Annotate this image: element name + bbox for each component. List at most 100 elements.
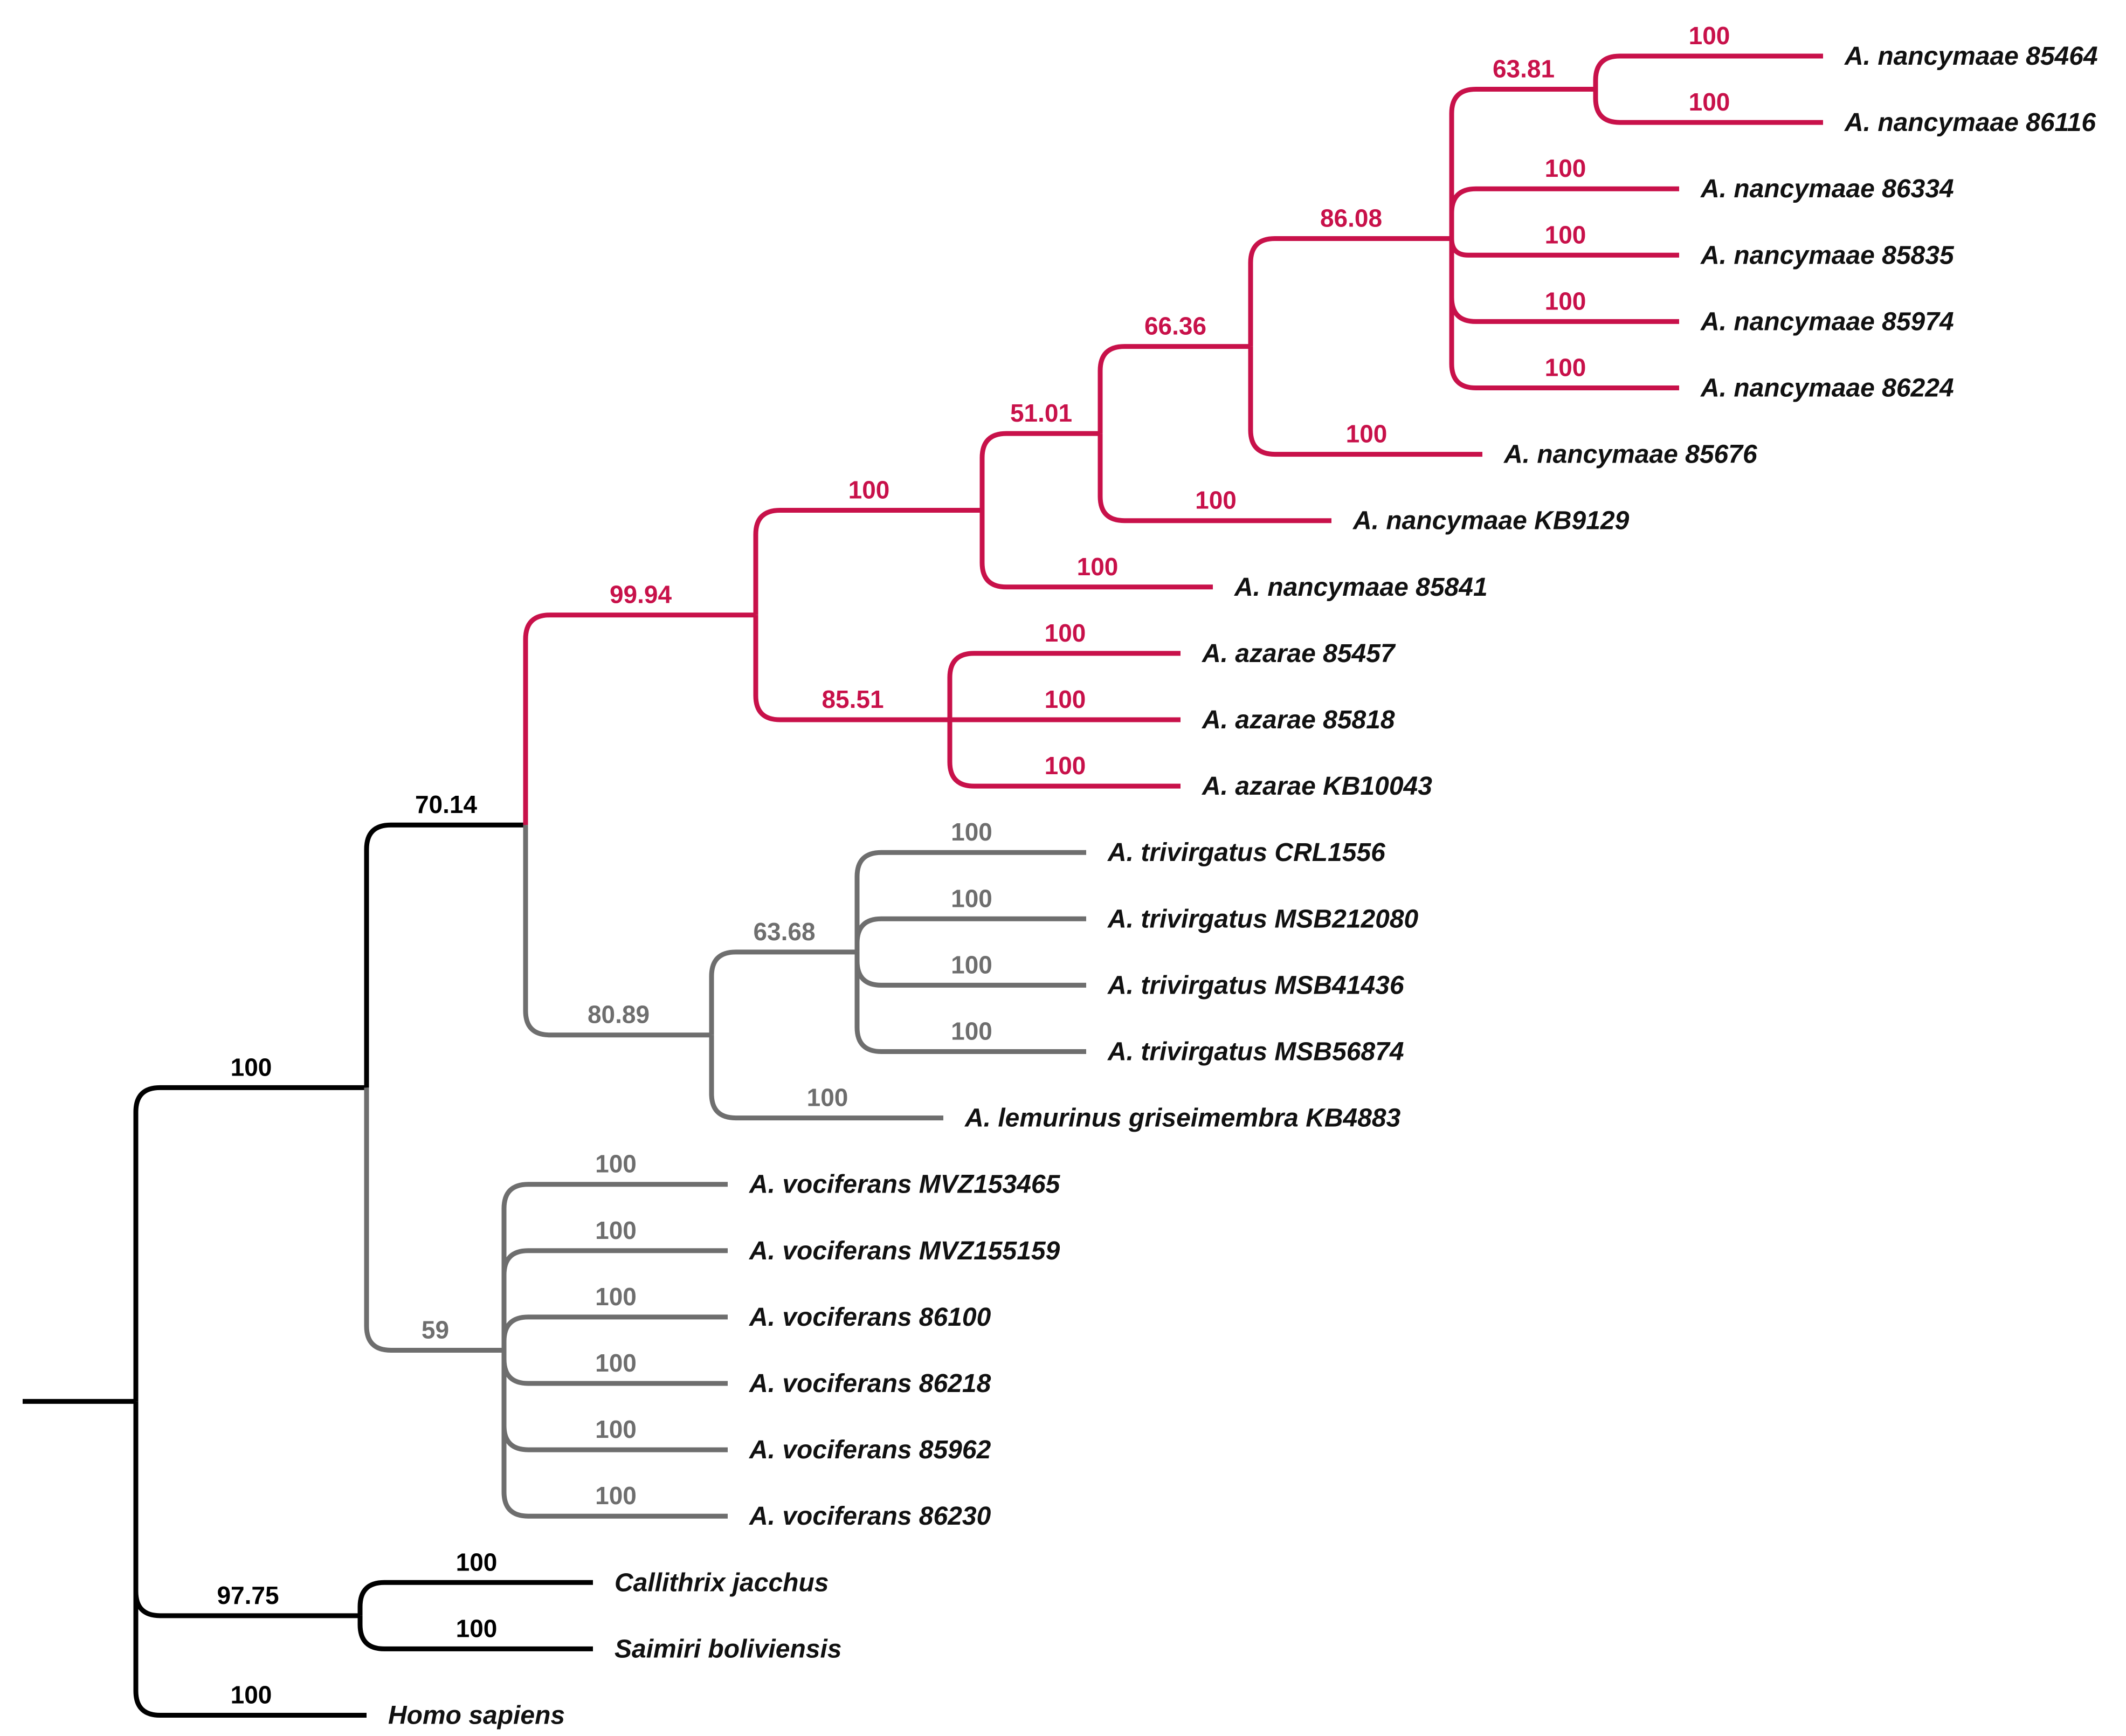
taxon-label-t_nan_86224: A. nancymaae 86224 bbox=[1700, 374, 1954, 403]
branch-t_voc_86230 bbox=[501, 1350, 728, 1519]
branch-t_nan_85841 bbox=[979, 510, 1213, 590]
taxon-label-t_voc_155159: A. vociferans MVZ155159 bbox=[749, 1237, 1060, 1265]
branch-n_nan bbox=[979, 431, 1100, 511]
support-value-t_az_85818: 100 bbox=[1045, 685, 1086, 713]
branch-t_az_85457 bbox=[947, 651, 1181, 720]
branch-t_nan_85464 bbox=[1593, 53, 1823, 89]
taxon-label-t_tri_56874: A. trivirgatus MSB56874 bbox=[1107, 1038, 1404, 1066]
branch-t_lem_kb4883 bbox=[709, 1035, 943, 1121]
taxon-label-t_nan_85974: A. nancymaae 85974 bbox=[1700, 307, 1954, 336]
support-value-t_voc_86100: 100 bbox=[595, 1283, 637, 1311]
branch-n_d bbox=[1449, 87, 1596, 239]
support-value-t_voc_155159: 100 bbox=[595, 1216, 637, 1244]
branch-t_saimiri bbox=[357, 1615, 593, 1651]
support-value-n_in: 100 bbox=[231, 1053, 272, 1081]
taxon-label-t_nan_86334: A. nancymaae 86334 bbox=[1700, 175, 1954, 203]
support-value-n_c: 86.08 bbox=[1320, 204, 1382, 232]
support-value-n_naz: 100 bbox=[848, 476, 890, 504]
support-value-n_tl: 80.89 bbox=[588, 1001, 650, 1029]
taxon-label-t_tri_crl1556: A. trivirgatus CRL1556 bbox=[1107, 838, 1385, 867]
branch-n_red bbox=[523, 612, 756, 825]
support-value-t_voc_85962: 100 bbox=[595, 1415, 637, 1443]
support-value-t_callithrix: 100 bbox=[456, 1548, 498, 1576]
support-value-t_tri_56874: 100 bbox=[951, 1017, 992, 1045]
support-value-t_voc_153465: 100 bbox=[595, 1150, 637, 1178]
taxon-label-t_nan_85464: A. nancymaae 85464 bbox=[1844, 42, 2098, 71]
branch-t_nan_86224 bbox=[1449, 238, 1679, 390]
branch-n_az bbox=[753, 615, 950, 722]
taxon-label-t_az_kb10043: A. azarae KB10043 bbox=[1202, 772, 1432, 801]
branch-t_voc_155159 bbox=[501, 1248, 728, 1351]
support-value-t_homo: 100 bbox=[231, 1681, 272, 1709]
taxon-label-t_nan_85676: A. nancymaae 85676 bbox=[1503, 440, 1757, 469]
branch-n_b bbox=[1097, 344, 1251, 434]
taxon-label-t_voc_86230: A. vociferans 86230 bbox=[749, 1502, 991, 1531]
branch-n_naz bbox=[753, 507, 982, 615]
support-value-n_out: 97.75 bbox=[217, 1581, 279, 1609]
support-value-t_nan_kb9129: 100 bbox=[1195, 486, 1237, 514]
branch-n_tri bbox=[709, 949, 857, 1035]
taxon-label-t_lem_kb4883: A. lemurinus griseimembra KB4883 bbox=[964, 1104, 1401, 1133]
support-value-n_az: 85.51 bbox=[822, 685, 883, 713]
taxon-label-t_tri_41436: A. trivirgatus MSB41436 bbox=[1107, 971, 1404, 1000]
support-value-t_lem_kb4883: 100 bbox=[807, 1084, 848, 1112]
taxon-label-t_saimiri: Saimiri boliviensis bbox=[615, 1635, 842, 1663]
taxon-label-t_nan_86116: A. nancymaae 86116 bbox=[1844, 108, 2096, 137]
branch-t_nan_86116 bbox=[1593, 89, 1823, 125]
support-value-t_voc_86230: 100 bbox=[595, 1482, 637, 1510]
support-value-t_nan_86334: 100 bbox=[1545, 154, 1586, 182]
support-value-n_tri: 63.68 bbox=[753, 918, 815, 946]
taxon-label-t_tri_212080: A. trivirgatus MSB212080 bbox=[1107, 905, 1419, 933]
taxon-label-t_voc_86100: A. vociferans 86100 bbox=[749, 1303, 991, 1332]
support-value-t_az_kb10043: 100 bbox=[1045, 752, 1086, 780]
support-value-n_red: 99.94 bbox=[610, 581, 672, 609]
branch-t_homo bbox=[133, 1401, 367, 1718]
taxon-label-t_nan_kb9129: A. nancymaae KB9129 bbox=[1352, 507, 1630, 535]
taxon-label-t_az_85457: A. azarae 85457 bbox=[1202, 639, 1396, 668]
taxon-label-t_voc_86218: A. vociferans 86218 bbox=[749, 1369, 991, 1398]
support-value-n_a: 70.14 bbox=[415, 790, 478, 818]
support-value-t_saimiri: 100 bbox=[456, 1614, 498, 1642]
branch-n_in bbox=[133, 1085, 367, 1402]
taxon-label-t_az_85818: A. azarae 85818 bbox=[1202, 706, 1395, 734]
branch-n_tl bbox=[523, 825, 712, 1038]
support-value-t_tri_41436: 100 bbox=[951, 950, 992, 979]
support-value-n_b: 66.36 bbox=[1144, 312, 1206, 340]
branch-t_tri_56874 bbox=[854, 952, 1086, 1054]
support-value-t_nan_85841: 100 bbox=[1077, 553, 1119, 581]
support-value-t_voc_86218: 100 bbox=[595, 1349, 637, 1377]
support-value-t_nan_85676: 100 bbox=[1346, 420, 1388, 448]
taxon-labels: A. nancymaae 85464 A. nancymaae 86116 A. n… bbox=[388, 42, 2098, 1730]
support-values: 100 70.14 99.94 100 51.01 66.36 86.08 63.81 100 1… bbox=[217, 22, 1730, 1709]
branch-t_callithrix bbox=[357, 1580, 593, 1616]
branch-t_nan_86334 bbox=[1449, 186, 1679, 239]
support-value-n_voc: 59 bbox=[422, 1315, 449, 1344]
support-value-t_nan_86224: 100 bbox=[1545, 354, 1586, 382]
support-value-t_nan_85835: 100 bbox=[1545, 221, 1586, 249]
support-value-n_d: 63.81 bbox=[1493, 55, 1555, 83]
branch-t_az_kb10043 bbox=[947, 720, 1181, 789]
support-value-t_nan_85464: 100 bbox=[1689, 22, 1730, 50]
taxon-label-t_voc_153465: A. vociferans MVZ153465 bbox=[749, 1170, 1061, 1199]
taxon-label-t_homo: Homo sapiens bbox=[388, 1701, 565, 1730]
branch-t_tri_212080 bbox=[854, 916, 1086, 952]
taxon-label-t_nan_85841: A. nancymaae 85841 bbox=[1234, 573, 1488, 602]
taxon-label-t_nan_85835: A. nancymaae 85835 bbox=[1700, 241, 1955, 270]
support-value-t_nan_86116: 100 bbox=[1689, 88, 1730, 116]
branch-t_tri_crl1556 bbox=[854, 850, 1086, 952]
branch-t_nan_kb9129 bbox=[1097, 433, 1331, 523]
taxon-label-t_callithrix: Callithrix jacchus bbox=[615, 1568, 829, 1597]
support-value-t_tri_crl1556: 100 bbox=[951, 818, 992, 846]
branch-n_voc bbox=[364, 1087, 504, 1353]
support-value-t_az_85457: 100 bbox=[1045, 619, 1086, 647]
support-value-n_nan: 51.01 bbox=[1010, 399, 1072, 427]
support-value-t_nan_85974: 100 bbox=[1545, 287, 1586, 315]
branch-n_a bbox=[364, 822, 526, 1088]
branch-t_nan_85676 bbox=[1248, 346, 1482, 457]
branch-t_voc_153465 bbox=[501, 1182, 728, 1351]
tree-branches bbox=[23, 53, 1823, 1718]
taxon-label-t_voc_85962: A. vociferans 85962 bbox=[749, 1436, 991, 1464]
branch-n_c bbox=[1248, 236, 1452, 347]
support-value-t_tri_212080: 100 bbox=[951, 884, 992, 912]
